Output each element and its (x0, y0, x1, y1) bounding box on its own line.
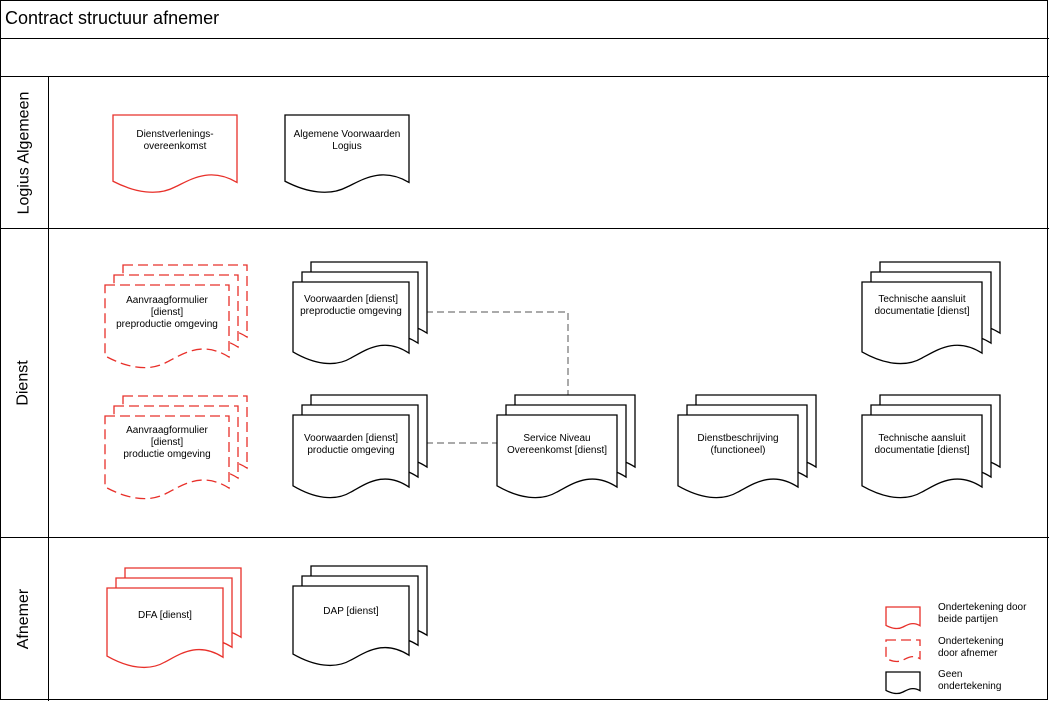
document-page (885, 606, 921, 630)
document-page (496, 414, 618, 499)
dienstverlening-shape (112, 114, 238, 193)
doc-line: [dienst] (150, 437, 184, 448)
service-niveau-shape (496, 394, 636, 499)
dienstbeschrijving-shape (677, 394, 817, 499)
lane-label-text: Logius Algemeen (15, 91, 33, 214)
lane-label-text: Afnemer (15, 588, 32, 650)
doc-dap: DAP [dienst] (293, 592, 409, 632)
technische-aansluit-2-shape (861, 394, 1001, 499)
doc-dienstverleningsovereenkomst: Dienstverlenings-overeenkomst (113, 116, 237, 166)
document-page (677, 414, 799, 499)
doc-aanvraagformulier-preproductie: Aanvraagformulier[dienst]preproductie om… (105, 284, 229, 342)
voorwaarden-preproductie-shape (292, 261, 428, 365)
document-page (284, 114, 410, 193)
document-page (861, 281, 983, 365)
aanvraag-productie-shape (104, 395, 248, 500)
doc-line: Logius (332, 141, 362, 152)
legend-label-both: Ondertekening door beide partijen (938, 602, 1048, 626)
doc-line: Dienstverlenings- (136, 129, 214, 140)
document-page (112, 114, 238, 193)
document-page (292, 585, 410, 667)
legend-line: Ondertekening (938, 636, 1004, 647)
legend-both-shape (885, 606, 921, 630)
doc-line: documentatie [dienst] (874, 306, 970, 317)
dfa-shape (106, 567, 242, 669)
legend-line: door afnemer (938, 648, 998, 659)
doc-line: preproductie omgeving (116, 319, 218, 330)
doc-line: (functioneel) (710, 445, 766, 456)
doc-line: Aanvraagformulier (126, 425, 208, 436)
legend-label-afnemer: Ondertekening door afnemer (938, 636, 1048, 660)
doc-line: Voorwaarden [dienst] (304, 294, 398, 305)
dap-shape (292, 565, 428, 667)
legend-none-shape (885, 671, 921, 695)
connector-preproductie-sla (426, 311, 569, 409)
doc-line: Voorwaarden [dienst] (304, 433, 398, 444)
document-page (885, 671, 921, 695)
doc-line: productie omgeving (123, 449, 211, 460)
document-page (106, 587, 224, 669)
lane-label-logius-algemeen: Logius Algemeen (0, 77, 48, 228)
voorwaarden-productie-shape (292, 394, 428, 499)
legend-line: beide partijen (938, 614, 999, 625)
document-page (104, 415, 230, 500)
diagram-title: Contract structuur afnemer (5, 8, 220, 28)
lane-label-dienst: Dienst (0, 229, 48, 537)
doc-line: documentatie [dienst] (874, 445, 970, 456)
doc-line: Aanvraagformulier (126, 295, 208, 306)
lane-label-afnemer: Afnemer (0, 538, 48, 700)
doc-line: DAP [dienst] (323, 606, 379, 617)
doc-voorwaarden-productie: Voorwaarden [dienst]productie omgeving (293, 420, 409, 470)
document-page (292, 281, 410, 365)
legend-line: Geen (938, 669, 963, 680)
doc-voorwaarden-preproductie: Voorwaarden [dienst]preproductie omgevin… (293, 281, 409, 331)
doc-line: Overeenkomst [dienst] (506, 445, 608, 456)
doc-line: Dienstbeschrijving (697, 433, 779, 444)
doc-line: productie omgeving (307, 445, 395, 456)
aanvraag-preproductie-shape (104, 264, 248, 369)
doc-line: preproductie omgeving (300, 306, 402, 317)
document-page (104, 284, 230, 369)
doc-line: Algemene Voorwaarden (293, 129, 401, 140)
lane-label-text: Dienst (14, 360, 32, 406)
legend-label-none: Geen ondertekening (938, 669, 1048, 693)
technische-aansluit-1-shape (861, 261, 1001, 365)
doc-line: [dienst] (150, 307, 184, 318)
doc-dfa: DFA [dienst] (107, 596, 223, 636)
algemene-voorwaarden-shape (284, 114, 410, 193)
legend-line: ondertekening (938, 681, 1002, 692)
document-page (861, 414, 983, 499)
doc-aanvraagformulier-productie: Aanvraagformulier[dienst]productie omgev… (105, 414, 229, 472)
legend-afnemer-shape (885, 639, 921, 663)
document-page (885, 639, 921, 663)
doc-line: Technische aansluit (878, 294, 966, 305)
doc-line: overeenkomst (143, 141, 207, 152)
document-page (292, 414, 410, 499)
doc-line: Service Niveau (523, 433, 591, 444)
doc-dienstbeschrijving: Dienstbeschrijving(functioneel) (678, 420, 798, 470)
doc-line: Technische aansluit (878, 433, 966, 444)
doc-line: DFA [dienst] (138, 610, 192, 621)
legend-line: Ondertekening door (938, 602, 1027, 613)
